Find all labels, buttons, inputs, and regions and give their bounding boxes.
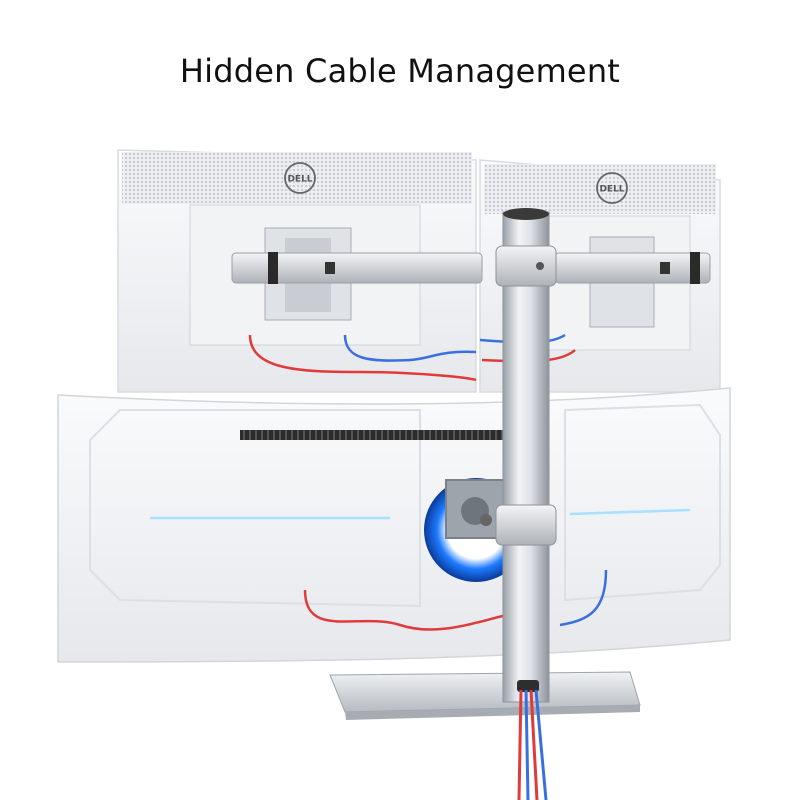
- headline: Hidden Cable Management: [179, 52, 621, 90]
- vertical-pole: [480, 208, 557, 703]
- dell-logo-text-right: DELL: [599, 185, 624, 195]
- stand-base: [329, 671, 641, 720]
- dell-logo-left: [284, 162, 316, 194]
- bottom-curved-monitor: [57, 387, 731, 663]
- dell-logo-right: [596, 172, 628, 204]
- cable-bundle: [517, 680, 548, 800]
- dell-logo-text-left: DELL: [287, 175, 312, 185]
- horizontal-arm: [231, 252, 711, 284]
